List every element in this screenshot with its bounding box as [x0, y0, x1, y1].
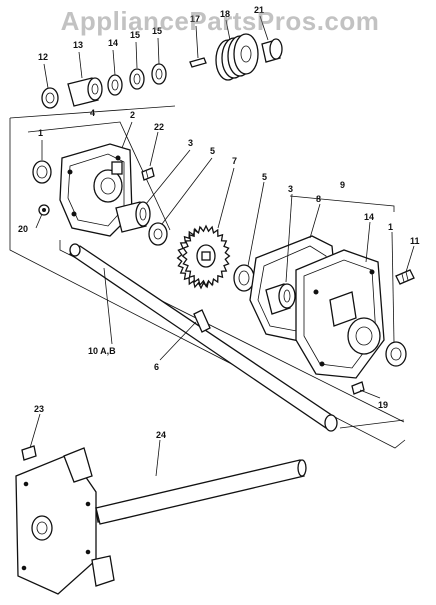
callout-4: 4	[90, 108, 95, 118]
bushing-3-right	[265, 283, 296, 315]
key-23	[21, 445, 37, 461]
callout-24: 24	[156, 430, 166, 440]
washer-14	[107, 74, 123, 96]
shaft-24	[95, 459, 305, 525]
callout-11: 11	[410, 236, 420, 246]
callout-15b: 15	[152, 26, 162, 36]
callout-13: 13	[73, 40, 83, 50]
seal-1-right	[385, 341, 407, 367]
callout-5-left: 5	[210, 146, 215, 156]
left-housing-2	[59, 143, 133, 237]
callout-10ab: 10 A,B	[88, 346, 116, 356]
key-6	[193, 309, 211, 333]
drive-assembly	[15, 445, 307, 595]
callout-5-right: 5	[262, 172, 267, 182]
callout-labels: 12 13 14 15 15 17 18 21 4 1 2 22 3 5 7 2…	[18, 5, 420, 440]
washer-15a	[129, 68, 145, 90]
callout-9: 9	[340, 180, 345, 190]
washer-12	[41, 87, 59, 109]
callout-7: 7	[232, 156, 237, 166]
callout-22: 22	[154, 122, 164, 132]
plug-20	[38, 204, 50, 216]
gear-7-bore	[201, 251, 211, 261]
washer-5-right	[233, 264, 255, 292]
key-17	[189, 57, 207, 68]
screw-22	[141, 167, 155, 181]
callout-19: 19	[378, 400, 388, 410]
callout-20: 20	[18, 224, 28, 234]
callout-17: 17	[190, 14, 200, 24]
callout-8: 8	[316, 194, 321, 204]
callout-3-right: 3	[288, 184, 293, 194]
callout-1-left: 1	[38, 128, 43, 138]
callout-14-top: 14	[108, 38, 118, 48]
seal-1-left	[32, 160, 52, 184]
callout-21: 21	[254, 5, 264, 15]
callout-2: 2	[130, 110, 135, 120]
gear-7	[176, 224, 231, 290]
shaft-10	[68, 243, 338, 432]
washer-15b	[151, 63, 167, 85]
callout-12: 12	[38, 52, 48, 62]
leader-lines	[29, 15, 415, 477]
bushing-3-left	[115, 201, 151, 233]
worm-gear-18	[215, 33, 259, 81]
screw-11	[395, 269, 415, 285]
callout-14: 14	[364, 212, 374, 222]
assembly-outline	[9, 105, 406, 449]
right-housing-9	[295, 249, 385, 379]
screw-19	[351, 381, 365, 395]
callout-6: 6	[154, 362, 159, 372]
top-shaft-stack	[41, 33, 283, 109]
callout-1-right: 1	[388, 222, 393, 232]
callout-3-left: 3	[188, 138, 193, 148]
callout-18: 18	[220, 9, 230, 19]
washer-5-left	[148, 222, 168, 246]
callout-15a: 15	[130, 30, 140, 40]
callout-23: 23	[34, 404, 44, 414]
